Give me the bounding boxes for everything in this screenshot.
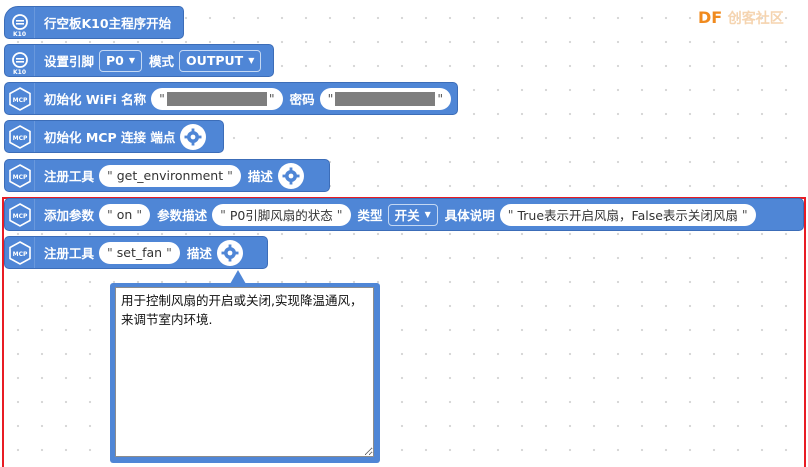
add-param-block[interactable]: MCP 添加参数 " on " 参数描述 " P0引脚风扇的状态 " 类型 开关…	[4, 198, 804, 231]
svg-text:MCP: MCP	[12, 174, 27, 181]
password-label: 密码	[289, 92, 315, 107]
df-logo: DF 创客社区	[698, 8, 784, 27]
param-name-field[interactable]: " on "	[99, 203, 151, 226]
type-dropdown[interactable]: 开关▼	[387, 203, 438, 226]
wifi-name-label: 初始化 WiFi 名称	[44, 92, 147, 107]
board-start-block[interactable]: K10 行空板K10主程序开始	[4, 6, 184, 39]
describe-label: 描述	[186, 246, 212, 261]
board-start-label: 行空板K10主程序开始	[44, 16, 172, 31]
svg-text:MCP: MCP	[12, 97, 27, 104]
chevron-down-icon: ▼	[248, 56, 255, 65]
mcp-icon: MCP	[5, 237, 35, 268]
mcp-icon: MCP	[5, 160, 35, 191]
register-tool-label: 注册工具	[44, 246, 95, 261]
mcp-init-label: 初始化 MCP 连接 端点	[44, 130, 176, 145]
redacted-text	[335, 91, 436, 106]
type-label: 类型	[357, 208, 383, 223]
chevron-down-icon: ▼	[424, 210, 431, 219]
svg-text:MCP: MCP	[12, 213, 27, 220]
svg-text:MCP: MCP	[12, 135, 27, 142]
mcp-icon: MCP	[5, 121, 35, 152]
wifi-password-field[interactable]: ""	[319, 87, 452, 110]
describe-label: 描述	[247, 169, 273, 184]
mode-label: 模式	[149, 54, 175, 69]
k10-icon: K10	[5, 7, 35, 38]
pin-mode-label: 设置引脚	[44, 54, 95, 69]
comment-pointer	[230, 270, 246, 284]
mcp-icon: MCP	[5, 199, 35, 230]
pin-dropdown[interactable]: P0▼	[99, 49, 143, 72]
wifi-ssid-field[interactable]: ""	[151, 87, 283, 110]
gear-icon[interactable]	[277, 162, 304, 189]
detail-field[interactable]: " True表示开启风扇，False表示关闭风扇 "	[499, 203, 756, 226]
mcp-icon: MCP	[5, 83, 35, 114]
pin-mode-block[interactable]: K10 设置引脚 P0▼ 模式 OUTPUT▼	[4, 44, 274, 77]
param-desc-field[interactable]: " P0引脚风扇的状态 "	[212, 203, 351, 226]
mcp-init-block[interactable]: MCP 初始化 MCP 连接 端点	[4, 120, 224, 153]
chevron-down-icon: ▼	[128, 56, 136, 65]
svg-text:MCP: MCP	[12, 251, 27, 258]
wifi-init-block[interactable]: MCP 初始化 WiFi 名称 "" 密码 ""	[4, 82, 458, 115]
detail-label: 具体说明	[444, 208, 495, 223]
tool-name-field[interactable]: " get_environment "	[99, 164, 241, 187]
add-param-label: 添加参数	[44, 208, 95, 223]
k10-icon: K10	[5, 45, 35, 76]
comment-textarea[interactable]: 用于控制风扇的开启或关闭,实现降温通风，来调节室内环境.	[115, 287, 374, 457]
gear-icon[interactable]	[216, 239, 243, 266]
gear-icon[interactable]	[180, 123, 207, 150]
comment-bubble: 用于控制风扇的开启或关闭,实现降温通风，来调节室内环境.	[110, 283, 380, 463]
register-env-block[interactable]: MCP 注册工具 " get_environment " 描述	[4, 159, 330, 192]
mode-dropdown[interactable]: OUTPUT▼	[179, 49, 262, 72]
tool-name-field[interactable]: " set_fan "	[99, 241, 180, 264]
register-fan-block[interactable]: MCP 注册工具 " set_fan " 描述	[4, 236, 268, 269]
register-tool-label: 注册工具	[44, 169, 95, 184]
param-desc-label: 参数描述	[157, 208, 208, 223]
redacted-text	[166, 91, 267, 106]
